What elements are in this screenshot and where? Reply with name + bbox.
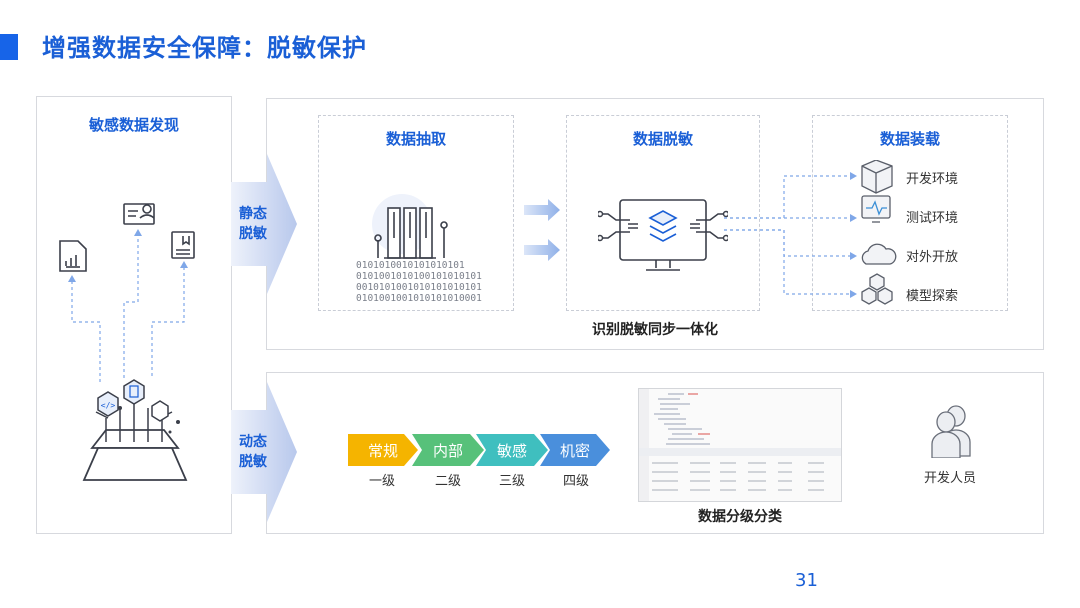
- bookmark-document-icon: [171, 231, 195, 259]
- database-extract-icon: [372, 194, 448, 259]
- extract-heading: 数据抽取: [385, 130, 446, 148]
- static-masking-label: 静态脱敏: [239, 206, 267, 242]
- level-chevron-internal: 内部: [412, 434, 484, 466]
- binary-line: 0101001010100101010101: [356, 271, 482, 282]
- level-chevron-regular: 常规: [348, 434, 418, 466]
- developers-label: 开发人员: [923, 471, 976, 486]
- binary-line: 0101001001010101010001: [356, 293, 482, 304]
- target-label: 模型探索: [906, 289, 959, 304]
- load-heading: 数据装载: [879, 130, 940, 148]
- dynamic-masking-label: 动态脱敏: [239, 434, 267, 470]
- data-platform-icon: </>: [82, 379, 188, 481]
- dynamic-caption: 数据分级分类: [698, 509, 782, 525]
- target-label: 开发环境: [906, 172, 959, 187]
- id-card-icon: [123, 203, 155, 225]
- level-grade: 一级: [368, 474, 395, 489]
- page-title: 增强数据安全保障：脱敏保护: [42, 34, 367, 62]
- discovery-illustration: </>: [59, 203, 195, 481]
- masking-monitor-icon: [598, 199, 728, 271]
- level-name: 内部: [432, 441, 463, 460]
- cubes-icon: [861, 273, 893, 305]
- target-label: 对外开放: [906, 250, 959, 265]
- discovery-heading: 敏感数据发现: [88, 116, 179, 134]
- developers-icon: [931, 405, 971, 458]
- level-chevron-sensitive: 敏感: [476, 434, 548, 466]
- binary-line: 0010101001010101010101: [356, 282, 482, 293]
- load-box: [812, 115, 1008, 311]
- static-caption: 识别脱敏同步一体化: [592, 322, 718, 338]
- server-rack-icon: [861, 160, 893, 194]
- page-number: 31: [795, 570, 818, 591]
- mask-heading: 数据脱敏: [632, 130, 693, 148]
- monitor-pulse-icon: [861, 195, 891, 223]
- level-name: 机密: [559, 441, 590, 460]
- svg-text:</>: </>: [101, 401, 116, 410]
- chart-document-icon: [59, 240, 87, 272]
- load-connectors: [724, 172, 857, 298]
- binary-stream: 0101010010101010101 01010010101001010101…: [356, 260, 482, 304]
- level-grade: 三级: [498, 474, 525, 489]
- mask-box: [566, 115, 760, 311]
- cloud-icon: [861, 243, 897, 265]
- extract-box: [318, 115, 514, 311]
- level-chevron-confidential: 机密: [540, 434, 610, 466]
- code-screenshot-image: [638, 388, 842, 502]
- static-arrow: [231, 154, 297, 294]
- flow-arrows-icon: [524, 199, 560, 261]
- level-grade: 四级: [562, 474, 589, 489]
- level-name: 敏感: [496, 441, 527, 460]
- dynamic-arrow: [231, 382, 297, 522]
- binary-line: 0101010010101010101: [356, 260, 465, 271]
- title-accent-bar: [0, 34, 18, 60]
- target-label: 测试环境: [906, 211, 959, 226]
- load-target-icons: [861, 160, 897, 305]
- level-name: 常规: [367, 441, 398, 460]
- level-grade: 二级: [434, 474, 461, 489]
